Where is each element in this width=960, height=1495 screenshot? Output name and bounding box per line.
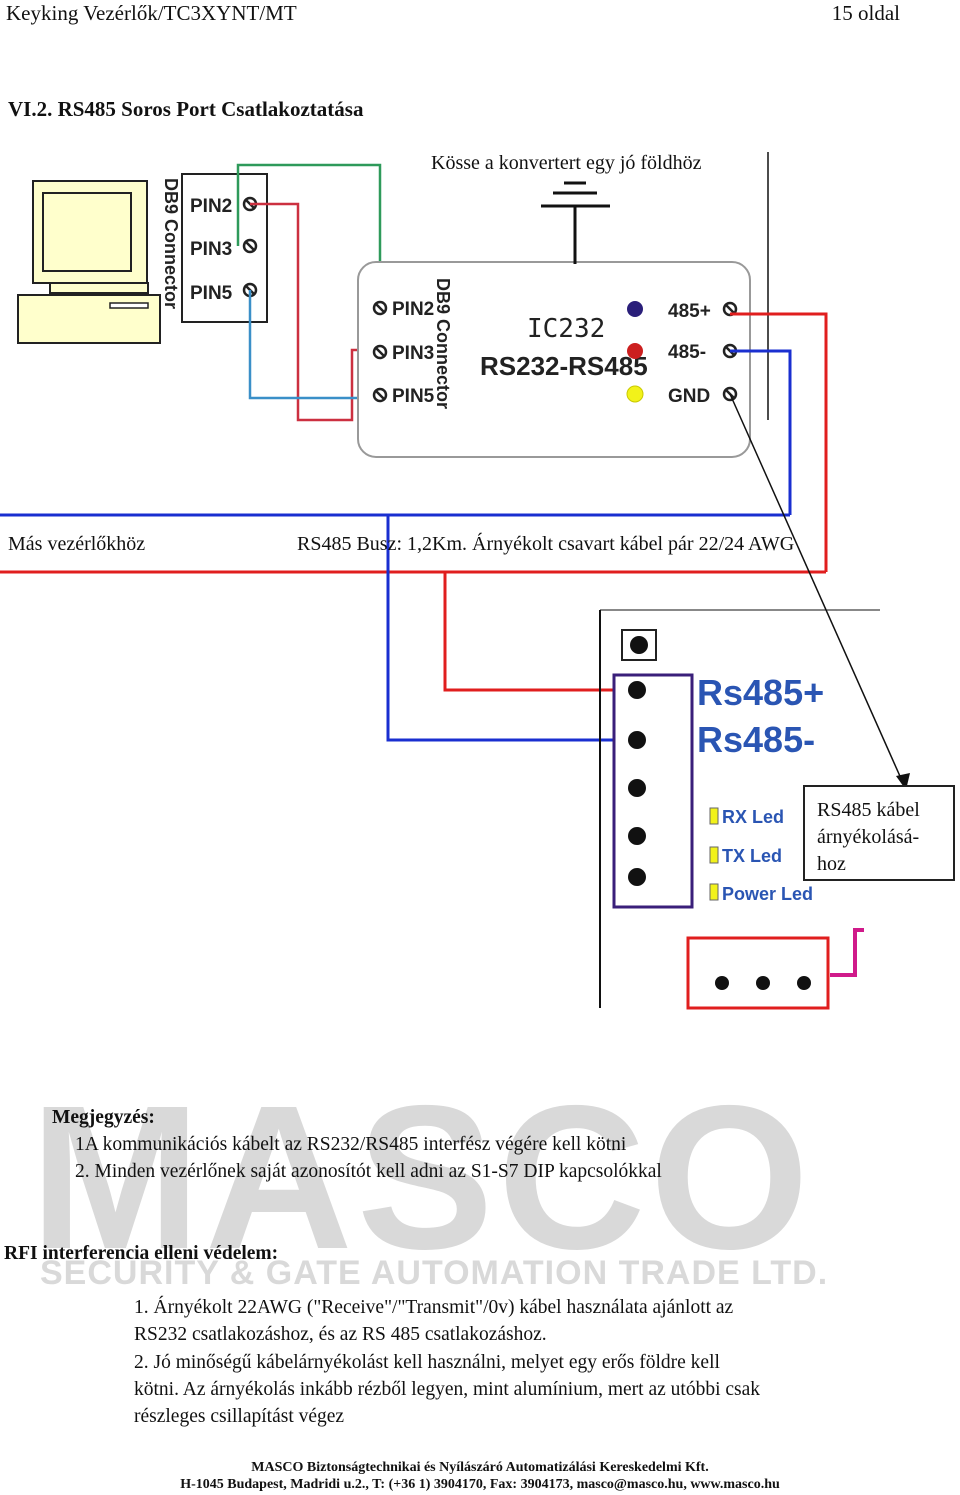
ground-icon (541, 181, 610, 264)
led-blue-icon (627, 301, 643, 317)
wire-red-board (443, 572, 635, 692)
converter-pin-screws (372, 300, 388, 403)
svg-text:RX Led: RX Led (722, 807, 784, 827)
pc-pin3-label: PIN3 (190, 239, 232, 260)
board-terminal-block (612, 673, 694, 909)
term-485plus-label: 485+ (668, 301, 711, 322)
term-gnd-label: GND (668, 386, 710, 407)
note-item: 2. Minden vezérlőnek saját azonosítót ke… (75, 1161, 662, 1182)
pc-pin5-label: PIN5 (190, 283, 233, 304)
page-header-left: Keyking Vezérlők/TC3XYNT/MT (6, 1, 297, 25)
conv-pin5-label: PIN5 (392, 386, 435, 407)
page-number: 15 oldal (831, 1, 900, 25)
rfi-line: 1. Árnyékolt 22AWG ("Receive"/"Transmit"… (134, 1297, 734, 1318)
rfi-line: kötni. Az árnyékolás inkább rézből legye… (134, 1379, 761, 1400)
section-title: VI.2. RS485 Soros Port Csatlakoztatása (8, 97, 364, 121)
shield-arrow-line (729, 393, 904, 784)
rfi-line: részleges csillapítást végez (134, 1406, 345, 1427)
pc-pin2-label: PIN2 (190, 196, 232, 217)
led-red-icon (627, 343, 643, 359)
rfi-line: RS232 csatlakozáshoz, és az RS 485 csatl… (134, 1324, 547, 1345)
converter-model: RS232-RS485 (480, 351, 648, 381)
bus-note: RS485 Busz: 1,2Km. Árnyékolt csavart káb… (297, 533, 795, 555)
pc-db9-label: DB9 Connector (161, 178, 181, 309)
shield-box-line: árnyékolásá- (817, 826, 920, 848)
shield-box-line: RS485 kábel (817, 799, 920, 821)
conv-pin3-label: PIN3 (392, 343, 434, 364)
masco-watermark: MASCO (30, 1063, 814, 1292)
board-square-dot (630, 636, 648, 654)
led-yellow-icon (626, 385, 644, 403)
wire-blue-bus-conv (730, 349, 792, 515)
note-item: 1A kommunikációs kábelt az RS232/RS485 i… (75, 1134, 627, 1155)
conv-pin2-label: PIN2 (392, 299, 434, 320)
footer-company: MASCO Biztonságtechnikai és Nyílászáró A… (251, 1460, 709, 1475)
shield-box: RS485 kábel árnyékolásá- hoz (803, 785, 955, 881)
wiring-diagram: DB9 Connector PIN2 PIN3 PIN5 PIN2 PIN3 P… (0, 152, 910, 1010)
footer-contact: H-1045 Budapest, Madridi u.2., T: (+36 1… (180, 1477, 780, 1492)
rfi-title: RFI interferencia elleni védelem: (4, 1243, 279, 1264)
wire-red-small (250, 202, 380, 422)
board-terminal-screws (628, 681, 646, 886)
svg-text:TX Led: TX Led (722, 846, 782, 866)
notes-title: Megjegyzés: (52, 1107, 155, 1128)
wire-green (236, 163, 382, 305)
svg-text:Power Led: Power Led (722, 884, 813, 904)
wire-red-bus-conv (730, 312, 828, 572)
wire-blue-board (386, 515, 635, 742)
board-bottom-connector (686, 936, 830, 1010)
converter-box (357, 261, 751, 458)
pc-pin-screws (242, 196, 258, 298)
board-rs485plus-label: Rs485+ (697, 672, 824, 713)
board-led-rx: RX Led (709, 807, 784, 827)
term-485minus-label: 485- (668, 342, 706, 363)
board-rs485minus-label: Rs485- (697, 719, 815, 760)
conv-db9-label: DB9 Connector (433, 278, 453, 409)
ground-note: Kösse a konvertert egy jó földhöz (431, 152, 702, 174)
board-led-tx: TX Led (709, 846, 782, 866)
masco-watermark-tagline: SECURITY & GATE AUTOMATION TRADE LTD. (40, 1254, 829, 1292)
rfi-line: 2. Jó minőségű kábelárnyékolást kell has… (134, 1352, 720, 1373)
board-bottom-screws (715, 976, 811, 990)
wire-magenta (830, 928, 864, 977)
board-led-power: Power Led (709, 883, 813, 904)
converter-name: IC232 (527, 314, 605, 344)
other-controllers-label: Más vezérlőkhöz (8, 533, 146, 555)
shield-box-line: hoz (817, 853, 846, 875)
computer-icon (17, 180, 161, 344)
